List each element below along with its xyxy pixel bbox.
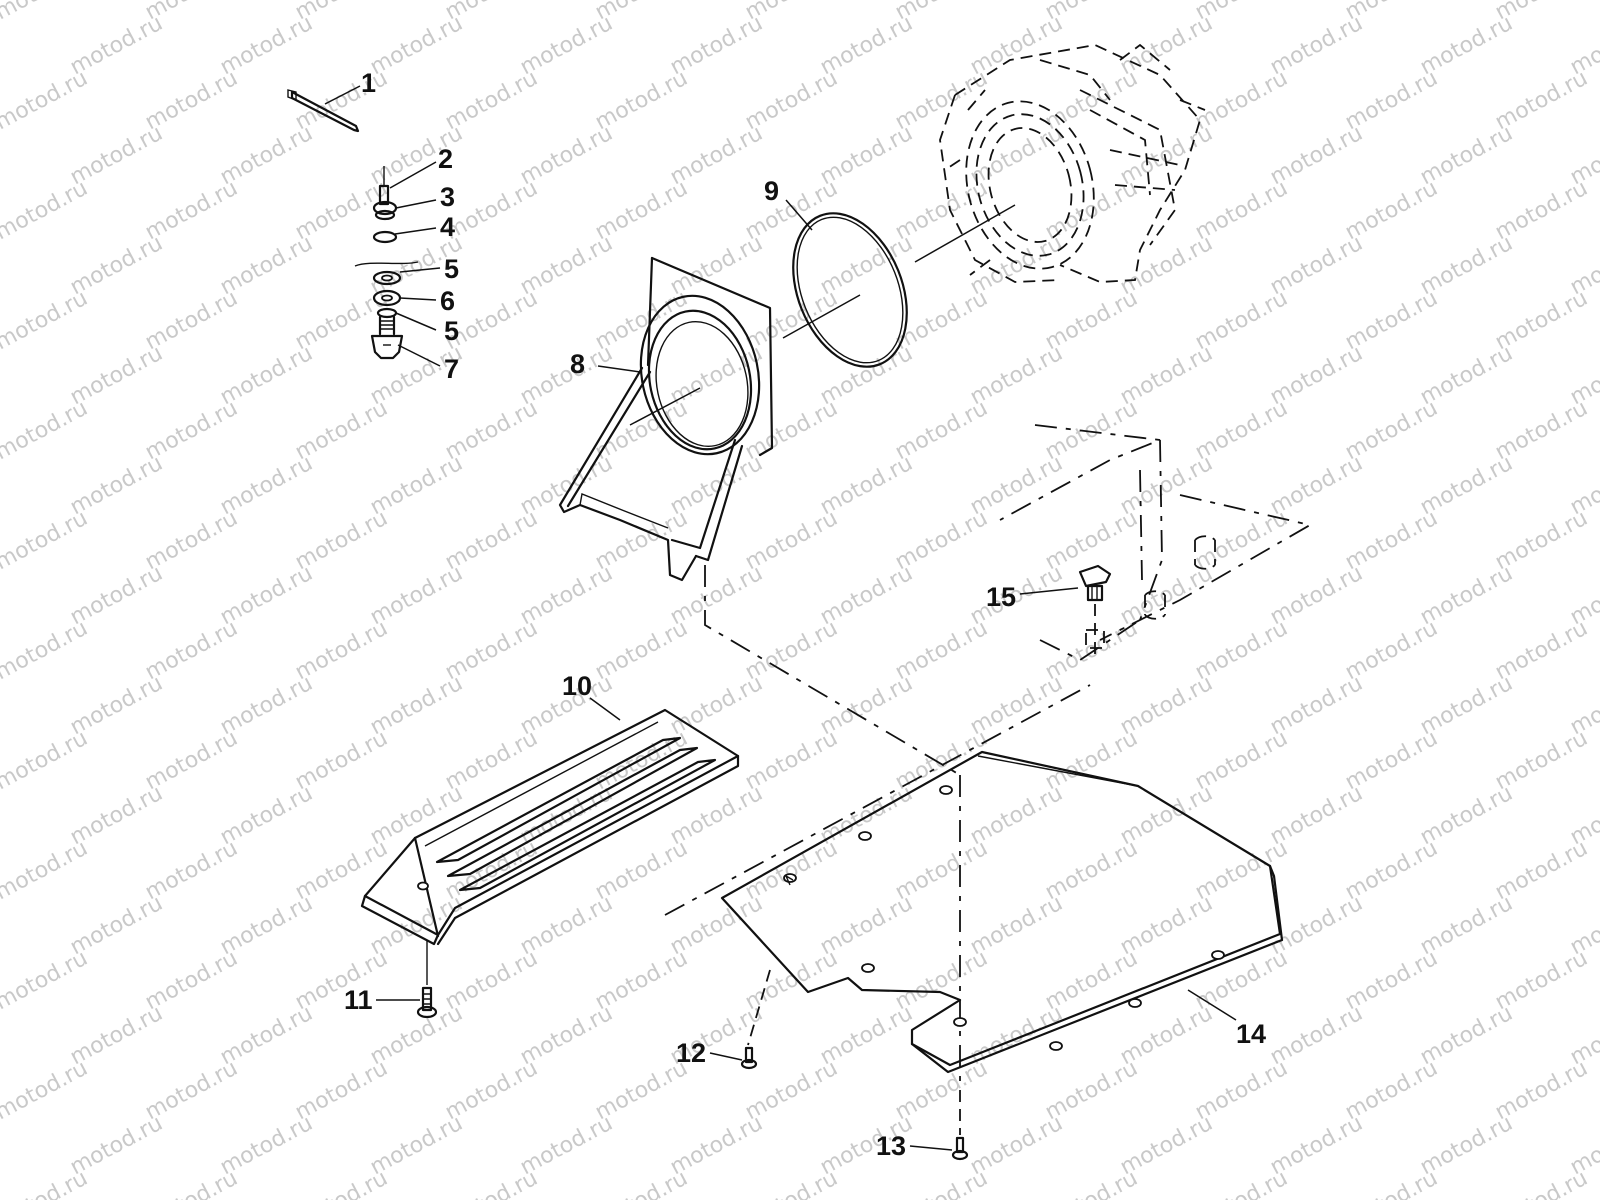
callout-1: 1: [361, 68, 376, 98]
part-11-screw: [416, 940, 438, 1019]
callout-13: 13: [876, 1131, 906, 1161]
watermark-text: motod.ru: [0, 396, 92, 465]
part-10-footrest-mat: [360, 708, 740, 946]
callout-5b: 5: [444, 316, 459, 346]
part-15-drain-plug: [1078, 564, 1112, 655]
watermark-text: motod.ru: [0, 616, 92, 685]
part-8-duct-housing: [558, 256, 774, 582]
watermark-text: motod.ru: [0, 66, 92, 135]
assembly-centerline-lower: [664, 565, 1091, 1090]
watermark-text: motod.ru: [291, 1166, 392, 1200]
part-1-rod: [287, 89, 360, 133]
watermark-text: motod.ru: [591, 1166, 692, 1200]
callout-8: 8: [570, 349, 585, 379]
callout-14: 14: [1236, 1019, 1266, 1049]
callout-15: 15: [986, 582, 1016, 612]
callout-2: 2: [438, 144, 453, 174]
watermark-text: motod.ru: [1341, 1166, 1442, 1200]
callout-9: 9: [764, 176, 779, 206]
watermark-text: motod.ru: [741, 1166, 842, 1200]
watermark-text: motod.ru: [0, 286, 92, 355]
watermark-text: motod.ru: [1491, 1166, 1592, 1200]
callout-3: 3: [440, 182, 455, 212]
watermark-text: motod.ru: [1191, 1166, 1292, 1200]
part-13-screw: [951, 1090, 969, 1161]
part-12-screw: [740, 875, 794, 1070]
watermark-text: motod.ru: [0, 506, 92, 575]
callout-5a: 5: [444, 254, 459, 284]
watermark-text: motod.ru: [441, 1166, 542, 1200]
watermark-text: motod.ru: [1041, 1166, 1142, 1200]
callout-6: 6: [440, 286, 455, 316]
watermark-text: motod.ru: [0, 176, 92, 245]
watermark-text: motod.ru: [0, 1056, 92, 1125]
callout-4: 4: [440, 212, 455, 242]
watermark-text: motod.ru: [0, 726, 92, 795]
callout-10: 10: [562, 671, 592, 701]
watermark-text: motod.ru: [141, 1166, 242, 1200]
watermark-text: motod.ru: [0, 946, 92, 1015]
engine-housing-phantom: [939, 43, 1206, 283]
part-9-o-ring: [792, 212, 908, 368]
watermark-text: motod.ru: [891, 1166, 992, 1200]
watermark-text: motod.ru: [0, 0, 92, 25]
callout-11: 11: [344, 985, 373, 1015]
callout-7: 7: [444, 354, 459, 384]
callout-labels: 1 2 3 4 5 6 5 7 8 9 10 11 12 13 14 15: [344, 68, 1266, 1161]
leader-lines: [324, 85, 1237, 1151]
watermark-text: motod.ru: [0, 1166, 92, 1200]
hull-section-phantom: [999, 424, 1313, 662]
assembly-centerline-upper: [629, 204, 1016, 426]
callout-12: 12: [676, 1038, 706, 1068]
watermark-text: motod.ru: [0, 836, 92, 905]
